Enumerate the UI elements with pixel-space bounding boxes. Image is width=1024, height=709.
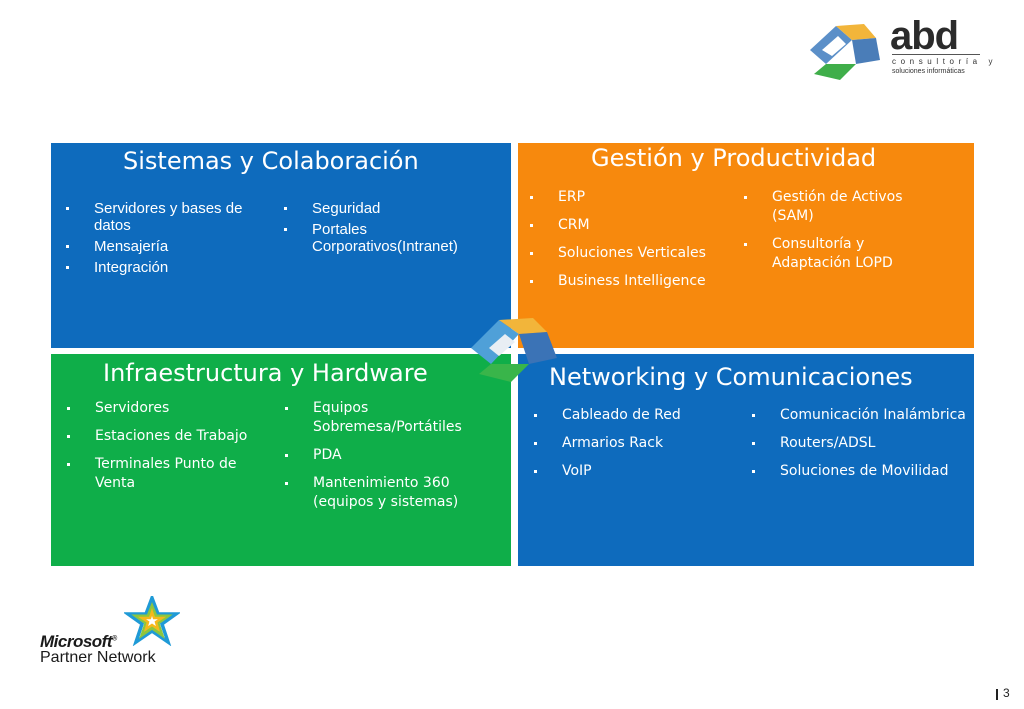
list-item: Terminales Punto de Venta [67,455,277,493]
list-item: ERP [530,188,748,207]
list-item: Seguridad [284,200,502,217]
quadrant-title: Networking y Comunicaciones [549,363,913,391]
list-item: Estaciones de Trabajo [67,427,277,446]
quadrant-infraestructura: Infraestructura y Hardware Servidores Es… [51,354,511,566]
list-item: Mensajería [66,238,274,255]
brand-tagline-2: soluciones informáticas [892,68,965,75]
partner-program: Partner Network [40,649,156,666]
brand-divider [892,54,980,55]
list-item: Portales Corporativos(Intranet) [284,221,502,255]
bullet-list-col1: Servidores Estaciones de Trabajo Termina… [67,399,277,502]
quadrant-gestion: Gestión y Productividad ERP CRM Solucion… [518,143,974,348]
partner-brand: Microsoft® [40,632,117,651]
interlocking-squares-logo-icon [810,24,880,80]
list-item: Servidores [67,399,277,418]
company-logo: abd consultoría y soluciones informática… [806,14,993,84]
list-item: Gestión de Activos (SAM) [744,188,942,226]
list-item: Mantenimiento 360 (equipos y sistemas) [285,474,499,512]
quadrant-networking: Networking y Comunicaciones Cableado de … [518,354,974,566]
brand-name: abd [890,14,959,58]
partner-logo: Microsoft® Partner Network [40,596,180,668]
brand-tagline-1: consultoría y [892,57,998,66]
list-item: Business Intelligence [530,272,748,291]
bullet-list-col2: Seguridad Portales Corporativos(Intranet… [284,200,502,259]
list-item: VoIP [534,462,742,481]
bullet-list-col2: Gestión de Activos (SAM) Consultoría y A… [744,188,942,282]
list-item: Soluciones Verticales [530,244,748,263]
list-item: Equipos Sobremesa/Portátiles [285,399,499,437]
list-item: PDA [285,446,499,465]
quadrant-title: Gestión y Productividad [591,144,877,172]
list-item: Consultoría y Adaptación LOPD [744,235,942,273]
bullet-list-col1: Servidores y bases de datos Mensajería I… [66,200,274,280]
list-item: Cableado de Red [534,406,742,425]
quadrant-sistemas: Sistemas y Colaboración Servidores y bas… [51,143,511,348]
bullet-list-col1: Cableado de Red Armarios Rack VoIP [534,406,742,490]
list-item: Servidores y bases de datos [66,200,274,234]
interlocking-squares-logo-icon [471,318,557,382]
list-item: Soluciones de Movilidad [752,462,966,481]
partner-brand-text: Microsoft [40,632,113,651]
bullet-list-col1: ERP CRM Soluciones Verticales Business I… [530,188,748,300]
bullet-list-col2: Equipos Sobremesa/Portátiles PDA Manteni… [285,399,499,521]
microsoft-partner-star-icon [124,596,180,646]
list-item: Comunicación Inalámbrica [752,407,966,423]
page-number: 3 [1003,686,1010,700]
page-number-divider [996,689,998,700]
bullet-list-col2: Comunicación Inalámbrica Routers/ADSL So… [752,406,966,490]
list-item: Routers/ADSL [752,434,966,453]
quadrant-title: Infraestructura y Hardware [103,359,428,387]
list-item: Armarios Rack [534,434,742,453]
quadrant-title: Sistemas y Colaboración [123,147,419,175]
list-item: CRM [530,216,748,235]
list-item: Integración [66,259,274,276]
